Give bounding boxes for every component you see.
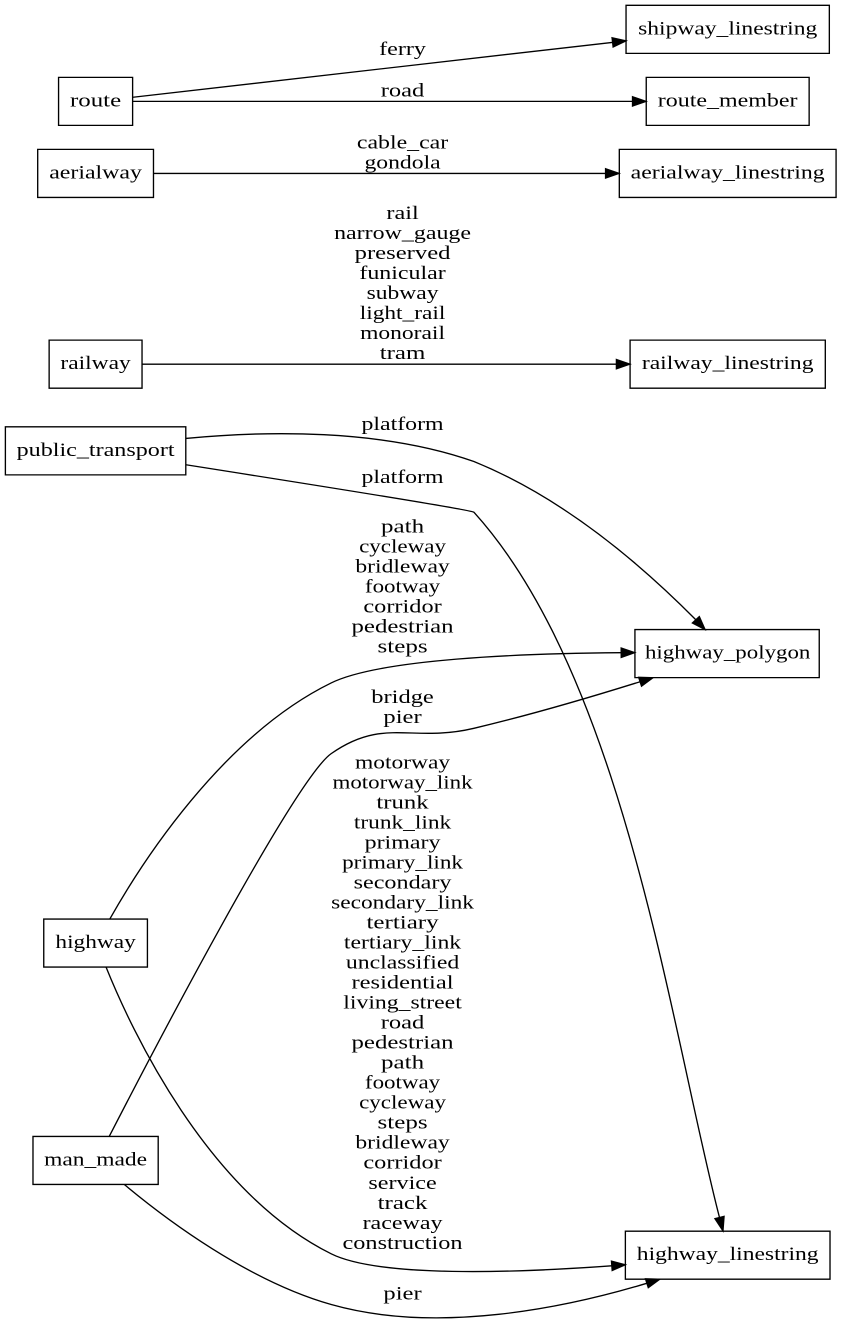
svg-text:steps: steps xyxy=(378,637,428,658)
svg-text:public_transport: public_transport xyxy=(17,440,176,461)
svg-text:gondola: gondola xyxy=(364,152,441,173)
svg-text:preserved: preserved xyxy=(355,243,452,264)
svg-text:trunk: trunk xyxy=(376,793,429,814)
svg-text:cycleway: cycleway xyxy=(359,537,447,558)
svg-text:tram: tram xyxy=(380,343,426,364)
svg-text:service: service xyxy=(368,1173,436,1194)
svg-text:highway_linestring: highway_linestring xyxy=(637,1244,820,1265)
svg-text:footway: footway xyxy=(365,577,441,598)
svg-text:footway: footway xyxy=(365,1073,441,1094)
svg-text:corridor: corridor xyxy=(363,597,442,618)
svg-text:cable_car: cable_car xyxy=(357,132,449,153)
svg-text:secondary_link: secondary_link xyxy=(331,893,475,914)
svg-text:rail: rail xyxy=(386,203,418,224)
svg-text:residential: residential xyxy=(352,973,454,994)
svg-text:primary_link: primary_link xyxy=(342,853,464,874)
svg-text:cycleway: cycleway xyxy=(359,1093,447,1114)
svg-text:corridor: corridor xyxy=(363,1153,442,1174)
svg-text:narrow_gauge: narrow_gauge xyxy=(334,223,471,244)
svg-text:monorail: monorail xyxy=(360,323,445,344)
svg-text:bridge: bridge xyxy=(371,687,433,708)
svg-text:primary: primary xyxy=(365,833,442,854)
svg-text:railway_linestring: railway_linestring xyxy=(642,353,814,374)
svg-text:route: route xyxy=(70,90,121,111)
svg-text:platform: platform xyxy=(361,414,444,435)
svg-text:shipway_linestring: shipway_linestring xyxy=(638,18,818,39)
svg-text:motorway: motorway xyxy=(355,753,451,774)
svg-text:route_member: route_member xyxy=(658,90,799,111)
svg-text:tertiary: tertiary xyxy=(366,913,439,934)
svg-text:pedestrian: pedestrian xyxy=(352,1033,455,1054)
svg-text:aerialway: aerialway xyxy=(49,162,143,183)
svg-text:path: path xyxy=(381,1053,425,1074)
svg-text:track: track xyxy=(378,1193,429,1214)
svg-text:road: road xyxy=(381,1013,425,1034)
svg-text:aerialway_linestring: aerialway_linestring xyxy=(631,162,826,183)
svg-text:man_made: man_made xyxy=(44,1149,147,1170)
svg-text:road: road xyxy=(381,80,425,101)
svg-text:steps: steps xyxy=(378,1113,428,1134)
svg-text:tertiary_link: tertiary_link xyxy=(344,933,462,954)
svg-text:pier: pier xyxy=(383,1284,422,1305)
svg-text:secondary: secondary xyxy=(354,873,453,894)
svg-text:path: path xyxy=(381,517,425,538)
svg-text:pier: pier xyxy=(383,707,422,728)
svg-text:light_rail: light_rail xyxy=(360,303,446,324)
svg-text:subway: subway xyxy=(367,283,440,304)
svg-text:platform: platform xyxy=(361,467,444,488)
svg-text:bridleway: bridleway xyxy=(355,1133,450,1154)
svg-text:living_street: living_street xyxy=(343,993,462,1014)
svg-text:ferry: ferry xyxy=(379,39,427,60)
svg-text:motorway_link: motorway_link xyxy=(332,773,473,794)
svg-text:unclassified: unclassified xyxy=(346,953,460,974)
svg-text:pedestrian: pedestrian xyxy=(352,617,455,638)
svg-text:highway_polygon: highway_polygon xyxy=(645,643,811,664)
svg-text:trunk_link: trunk_link xyxy=(354,813,452,834)
svg-text:raceway: raceway xyxy=(363,1213,444,1234)
svg-text:funicular: funicular xyxy=(359,263,446,284)
svg-text:railway: railway xyxy=(60,353,131,374)
svg-text:highway: highway xyxy=(55,932,136,953)
svg-text:bridleway: bridleway xyxy=(355,557,450,578)
svg-text:construction: construction xyxy=(343,1233,464,1254)
